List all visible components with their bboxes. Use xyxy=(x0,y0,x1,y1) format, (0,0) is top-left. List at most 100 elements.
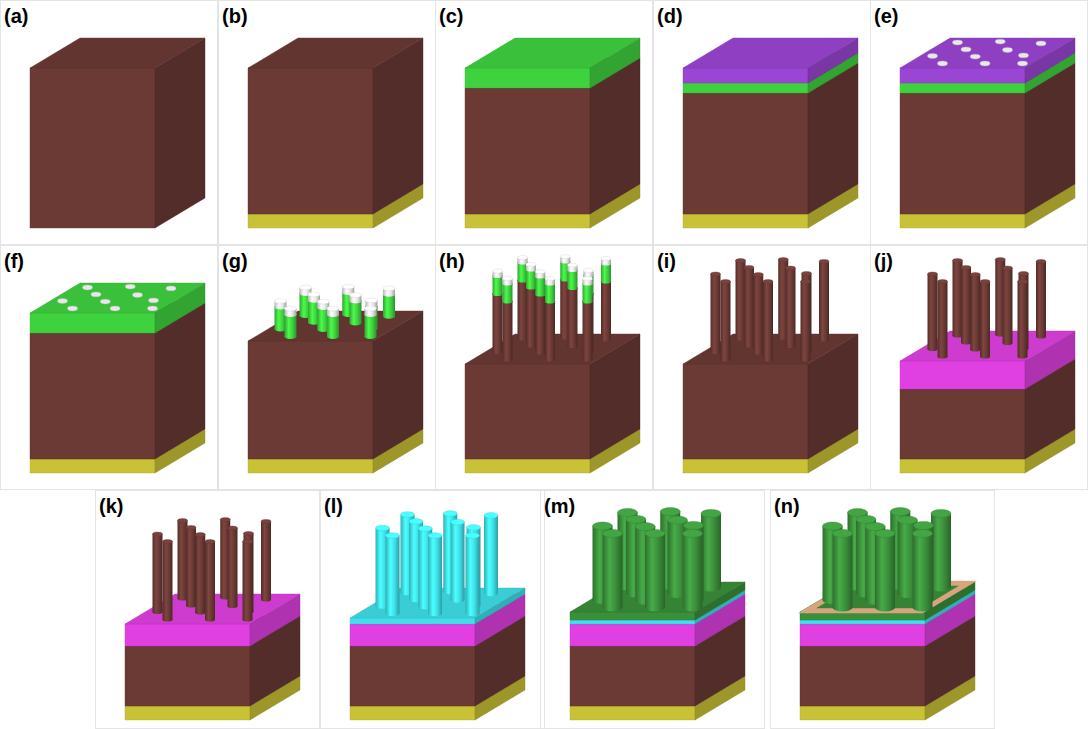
pillar-top xyxy=(890,508,910,516)
mask-dot xyxy=(166,286,176,291)
panel-letter: (g) xyxy=(222,251,248,271)
pillar-top xyxy=(366,298,378,303)
panel-letter: (n) xyxy=(774,496,800,516)
mask-dot xyxy=(1019,53,1029,58)
pillar-body xyxy=(961,267,971,342)
pillar-top xyxy=(300,285,312,290)
panel-letter: (l) xyxy=(324,496,343,516)
mask-dot xyxy=(68,306,78,311)
pillar-body xyxy=(938,282,948,357)
pillar-top xyxy=(163,540,173,544)
panel-letter: (a) xyxy=(4,6,28,26)
panel-frame xyxy=(541,491,765,729)
pillar-body xyxy=(568,270,578,288)
pillar-top xyxy=(275,299,287,304)
pillar-top xyxy=(953,259,963,263)
magenta-layer-front xyxy=(900,361,1025,389)
pillar-top xyxy=(736,259,746,263)
pillar-top xyxy=(261,519,271,523)
pillar-top xyxy=(995,258,1005,262)
pillar-top xyxy=(342,284,354,289)
mask-dot xyxy=(980,61,990,66)
pillar-body xyxy=(493,294,503,352)
brown-layer-front xyxy=(248,341,373,459)
panel-frame xyxy=(1,1,218,245)
pillar-top xyxy=(220,518,230,522)
pillar-top xyxy=(683,530,703,538)
green-layer-front xyxy=(465,68,590,88)
purple-layer-front xyxy=(900,68,1025,83)
pillar-top xyxy=(1019,271,1029,275)
pillar-body xyxy=(163,542,173,620)
pillar-top xyxy=(753,273,763,277)
pillar-top xyxy=(914,521,934,529)
pillar-body xyxy=(386,536,400,614)
pillar-body xyxy=(601,263,611,281)
pillar-top xyxy=(443,511,457,517)
gold-layer-front xyxy=(683,214,808,228)
gold-layer-front xyxy=(465,459,590,473)
pillar-body xyxy=(583,284,593,302)
pillar-body xyxy=(721,282,731,360)
green-layer-front xyxy=(900,83,1025,93)
brown-layer-front xyxy=(248,68,373,214)
cyan-layer-front xyxy=(350,618,475,624)
gold-layer-front xyxy=(900,214,1025,228)
pillar-body xyxy=(243,542,253,620)
pillar-body xyxy=(603,534,623,608)
magenta-layer-front xyxy=(800,624,925,646)
brown-layer-front xyxy=(350,646,475,706)
mask-dot xyxy=(995,39,1005,44)
panel-frame xyxy=(1,246,218,490)
pillar-top xyxy=(484,513,498,519)
pillar-top xyxy=(603,530,623,538)
pillar-body xyxy=(970,275,980,350)
pillar-body xyxy=(451,522,465,600)
pillar-top xyxy=(660,508,680,516)
green-layer-top xyxy=(30,283,205,313)
pillar-top xyxy=(317,299,329,304)
pillar-body xyxy=(428,536,442,614)
panel-frame xyxy=(219,1,436,245)
pillar-top xyxy=(451,519,465,525)
pillar-top xyxy=(875,530,895,538)
pillar-body xyxy=(186,527,196,605)
gold-layer-front xyxy=(248,459,373,473)
panel-frame xyxy=(871,1,1088,245)
pillar-top xyxy=(518,256,528,260)
pillar-top xyxy=(833,530,853,538)
process-step xyxy=(219,1,436,245)
brown-layer-top xyxy=(30,38,205,68)
brown-layer-front xyxy=(30,333,155,459)
pillar-top xyxy=(583,277,593,281)
panel-frame xyxy=(219,246,436,490)
process-step xyxy=(654,1,871,245)
brown-layer-front xyxy=(900,93,1025,214)
panel-frame xyxy=(321,491,545,729)
pillar-top xyxy=(684,521,704,529)
magenta-layer-front xyxy=(125,624,250,646)
pillar-body xyxy=(931,513,951,587)
pillar-body xyxy=(195,535,205,613)
pillar-top xyxy=(178,519,188,523)
magenta-layer-front xyxy=(570,624,695,646)
pillar-body xyxy=(645,534,665,608)
pillar-body xyxy=(153,534,163,612)
pillar-top xyxy=(493,269,503,273)
brown-layer-front xyxy=(683,93,808,214)
pillar-top xyxy=(383,286,395,291)
pillar-top xyxy=(1018,280,1028,284)
process-step xyxy=(871,1,1088,245)
gold-layer-front xyxy=(900,459,1025,473)
mask-dot xyxy=(953,40,963,45)
green-layer-top xyxy=(465,38,640,68)
panel-frame xyxy=(96,491,320,729)
pillar-top xyxy=(409,519,423,525)
pillar-top xyxy=(195,533,205,537)
pillar-top xyxy=(626,515,646,523)
mask-dot xyxy=(110,306,120,311)
pillar-body xyxy=(545,284,555,302)
pillar-top xyxy=(593,522,613,530)
